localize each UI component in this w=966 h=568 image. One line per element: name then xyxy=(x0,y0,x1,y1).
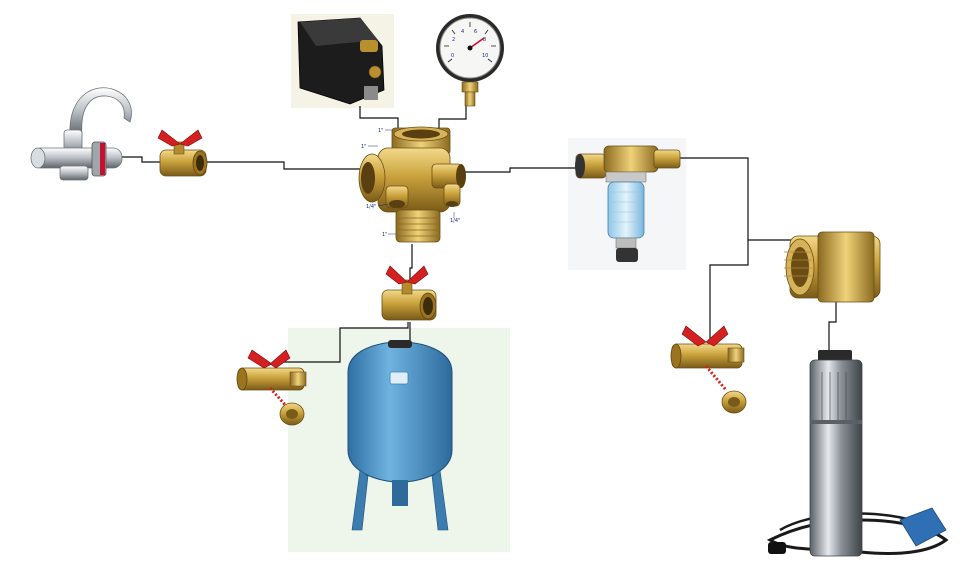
drain-valve-icon xyxy=(671,326,746,413)
gauge-mark-10: 10 xyxy=(482,53,488,59)
faucet-icon xyxy=(31,88,131,180)
gauge-mark-0: 0 xyxy=(451,53,454,59)
pipe-lines xyxy=(108,106,836,362)
pipe-filter-to-junction xyxy=(680,158,748,240)
port-label-top: 1" xyxy=(378,128,383,134)
port-label-bottom: 1" xyxy=(382,232,387,238)
gauge-mark-2: 2 xyxy=(452,37,455,43)
pipe-checkvalve-to-pump xyxy=(829,300,836,350)
port-label-quarter-left: 1/4" xyxy=(366,204,376,210)
pipe-valve-to-fitting xyxy=(204,162,362,169)
five-way-fitting-icon xyxy=(359,127,466,242)
gauge-mark-6: 6 xyxy=(474,29,477,35)
expansion-tank-icon xyxy=(348,340,452,530)
pipe-fitting-to-filter xyxy=(456,168,578,172)
ball-valve-icon xyxy=(382,266,436,320)
submersible-pump-icon xyxy=(768,350,946,556)
gauge-mark-4: 4 xyxy=(461,29,464,35)
check-valve-icon xyxy=(784,232,880,302)
port-label-left: 1" xyxy=(361,144,366,150)
pressure-gauge-icon: 0 2 4 6 8 10 xyxy=(436,14,504,106)
ball-valve-icon xyxy=(158,130,207,176)
port-label-quarter-right: 1/4" xyxy=(450,218,460,224)
